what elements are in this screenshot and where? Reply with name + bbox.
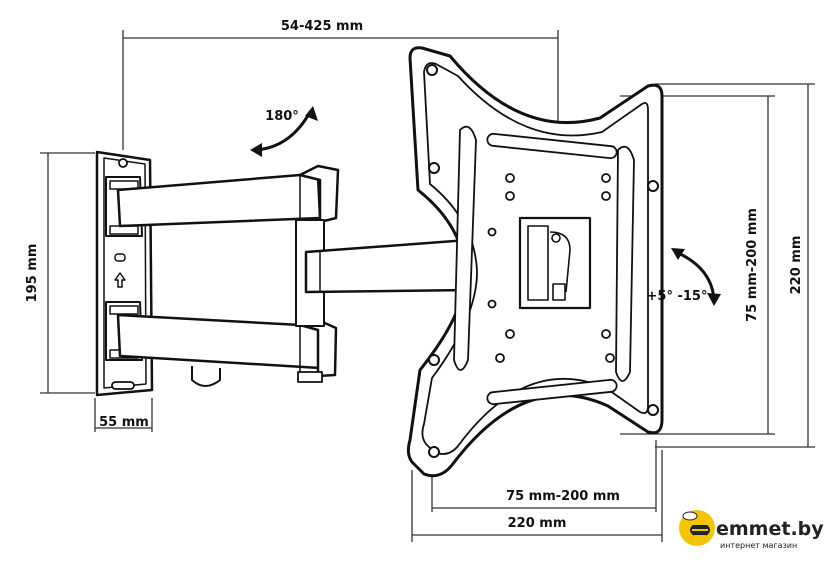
lower-arm — [116, 313, 338, 387]
tilt-label: +5° -15° — [647, 289, 708, 304]
rotation-label: 180° — [265, 109, 299, 124]
extension-arm — [304, 238, 472, 294]
logo-name: emmet.by — [716, 518, 824, 540]
vesa-horizontal-label: 75 mm-200 mm — [506, 489, 620, 504]
wall-plate-height-label: 195 mm — [25, 244, 40, 303]
vesa-plate — [406, 46, 664, 478]
plate-width-label: 220 mm — [508, 516, 567, 531]
wall-plate-width-label: 55 mm — [99, 415, 149, 430]
plate-height-label: 220 mm — [789, 236, 804, 295]
logo-tagline: интернет магазин — [720, 541, 797, 550]
vesa-vertical-label: 75 mm-200 mm — [745, 208, 760, 322]
tilt-arrow-icon — [671, 248, 721, 306]
emmet-logo: emmet.by интернет магазин — [679, 510, 824, 550]
arm-extension-label: 54-425 mm — [281, 19, 363, 34]
rotation-arrow-icon — [250, 106, 318, 157]
dimension-lines — [40, 30, 815, 542]
upper-arm — [116, 164, 340, 228]
